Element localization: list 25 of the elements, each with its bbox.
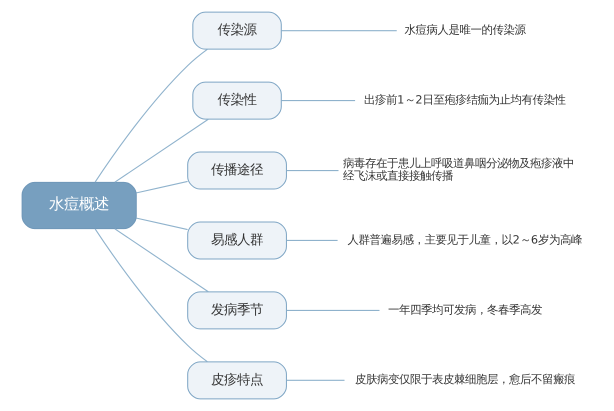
connector xyxy=(286,380,345,381)
node-box: 传播途径 xyxy=(187,152,287,190)
node-box: 发病季节 xyxy=(187,291,287,330)
node-box: 传染性 xyxy=(192,82,282,120)
node-box: 易感人群 xyxy=(187,221,287,260)
node-box: 水痘概述 xyxy=(22,182,137,230)
node-text: 水痘病人是唯一的传染源 xyxy=(404,24,526,37)
node-box: 传染源 xyxy=(192,12,282,50)
node-box: 皮疹特点 xyxy=(187,361,287,400)
node-text: 出疹前1～2日至疱疹结痂为止均有传染性 xyxy=(364,93,566,106)
node-text: 病毒存在于患儿上呼吸道鼻咽分泌物及疱疹液中经飞沫或直接接触传播 xyxy=(342,157,574,183)
node-text: 一年四季均可发病，冬春季高发 xyxy=(388,303,542,316)
connector xyxy=(136,218,188,230)
connector xyxy=(136,180,188,194)
connector xyxy=(286,170,338,172)
connector xyxy=(281,100,356,102)
node-text: 人群普遍易感，主要见于儿童，以2～6岁为高峰 xyxy=(348,233,582,246)
connector xyxy=(286,310,380,311)
connector xyxy=(94,228,208,362)
connector xyxy=(286,240,338,242)
connector xyxy=(94,48,208,182)
connector xyxy=(114,118,209,183)
connector xyxy=(114,228,209,292)
node-text: 皮肤病变仅限于表皮棘细胞层，愈后不留瘢痕 xyxy=(354,373,575,386)
connector xyxy=(281,30,397,32)
